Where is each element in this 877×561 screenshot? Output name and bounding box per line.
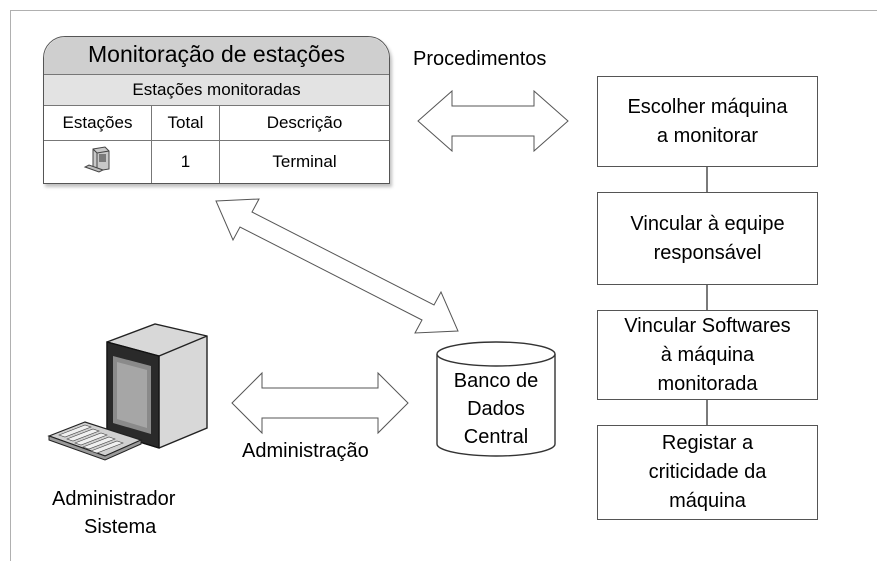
database-label-line3: Central	[463, 426, 529, 448]
step-text-line: à máquina	[660, 343, 755, 366]
administration-label: Administração	[242, 440, 369, 462]
column-header-stations: Estações	[44, 106, 151, 141]
station-monitoring-table: Monitoração de estações Estações monitor…	[43, 36, 390, 184]
table-cell-station-icon	[44, 141, 151, 183]
column-divider	[219, 106, 220, 183]
administrator-label-line2: Sistema	[84, 516, 157, 538]
table-title: Monitoração de estações	[44, 37, 389, 75]
step-text-line: Vincular Softwares	[624, 314, 791, 337]
step-text-line: a monitorar	[656, 124, 759, 147]
frame-top-line	[10, 10, 877, 11]
step-text-line: monitorada	[657, 372, 758, 395]
step-choose-machine: Escolher máquina a monitorar	[597, 76, 818, 167]
column-divider	[151, 106, 152, 183]
frame-left-line	[10, 10, 11, 561]
step-text-line: criticidade da	[648, 461, 767, 483]
step-text-line: responsável	[653, 241, 762, 264]
double-arrow-icon	[417, 89, 569, 153]
table-cell-total: 1	[180, 152, 191, 171]
step-link-software: Vincular Softwares à máquina monitorada	[597, 310, 818, 400]
step-text-line: Vincular à equipe	[630, 212, 785, 235]
database-icon	[436, 341, 556, 457]
step-link-team: Vincular à equipe responsável	[597, 192, 818, 285]
column-header-description: Descrição	[220, 106, 389, 141]
double-arrow-icon	[215, 198, 459, 334]
step-register-criticality: Registar a criticidade da máquina	[597, 425, 818, 520]
column-header-total: Total	[152, 106, 219, 141]
database-label-line1: Banco de	[453, 370, 539, 392]
administrator-label-line1: Administrador	[52, 488, 176, 510]
procedures-label: Procedimentos	[413, 48, 547, 70]
step-text-line: Registar a	[661, 432, 754, 454]
table-subtitle: Estações monitoradas	[44, 75, 389, 106]
workstation-icon	[83, 146, 109, 173]
step-text-line: Escolher máquina	[627, 95, 788, 118]
step-text-line: máquina	[669, 490, 746, 512]
table-cell-description: Terminal	[272, 152, 337, 171]
computer-icon	[47, 323, 208, 461]
double-arrow-icon	[231, 371, 409, 435]
database-label-line2: Dados	[467, 398, 525, 420]
